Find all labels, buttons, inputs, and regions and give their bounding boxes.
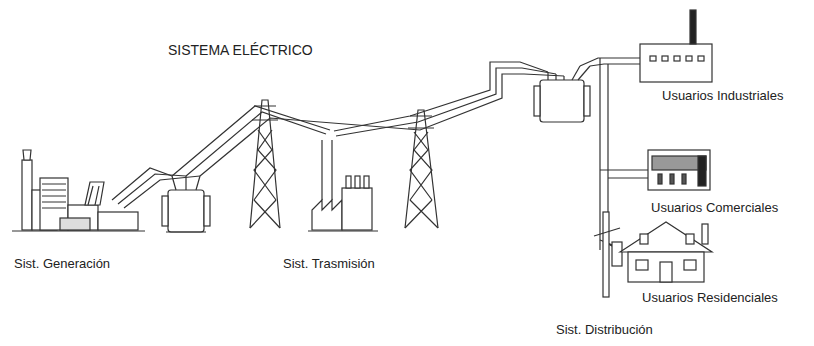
user-label: Usuarios Industriales	[662, 88, 783, 104]
section-label: Sist. Generación	[14, 256, 110, 272]
distribution-transformer	[534, 66, 590, 122]
commercial-building	[648, 150, 710, 190]
power-plant	[12, 150, 145, 231]
diagram-title: SISTEMA ELÉCTRICO	[168, 42, 313, 58]
transmission-tower	[405, 110, 438, 228]
factory	[308, 140, 378, 231]
transmission-lines	[172, 62, 564, 176]
distribution-lines	[580, 58, 648, 250]
section-label: Sist. Distribución	[556, 322, 653, 338]
user-label: Usuarios Residenciales	[642, 290, 778, 306]
step-up-transformer	[162, 176, 210, 232]
wires	[112, 168, 200, 208]
industrial-building	[640, 10, 712, 82]
user-label: Usuarios Comerciales	[651, 200, 778, 216]
house	[612, 222, 712, 282]
section-label: Sist. Trasmisión	[283, 256, 375, 272]
transmission-tower	[250, 100, 280, 228]
